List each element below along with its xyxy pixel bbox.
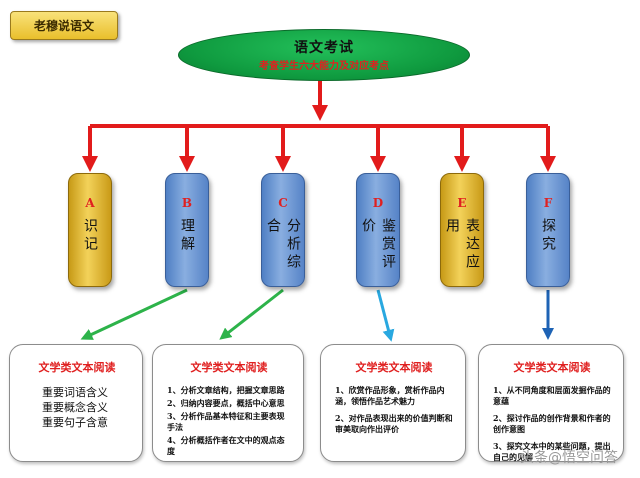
detail-item: 2、对作品表现出来的价值判断和审美取向作出评价 — [335, 413, 453, 434]
detail-box-2: 文学类文本阅读 1、分析文章结构，把握文章思路 2、归纳内容要点，概括中心意思 … — [152, 344, 304, 462]
brand-badge: 老穆说语文 — [10, 11, 118, 40]
detail-item: 重要词语含义 — [42, 386, 108, 399]
detail-box-heading: 文学类文本阅读 — [38, 361, 116, 374]
detail-box-heading: 文学类文本阅读 — [355, 361, 433, 374]
detail-item: 1、欣赏作品形象，赏析作品内涵，领悟作品艺术魅力 — [335, 385, 445, 406]
arrow-b-to-box1 — [80, 288, 188, 340]
ability-node-f: F 探究 — [526, 173, 570, 287]
ability-letter: D — [372, 196, 384, 210]
detail-box-3: 文学类文本阅读 1、欣赏作品形象，赏析作品内涵，领悟作品艺术魅力 2、对作品表现… — [320, 344, 466, 462]
arrow-c-to-box2 — [219, 288, 284, 340]
detail-item: 4、分析概括作者在文中的观点态度 — [167, 435, 285, 456]
detail-box-list: 重要词语含义 重要概念含义 重要句子含意 — [24, 385, 130, 430]
ability-node-a: A 识记 — [68, 173, 112, 287]
detail-box-list: 1、分析文章结构，把握文章思路 2、归纳内容要点，概括中心意思 3、分析作品基本… — [167, 385, 291, 457]
root-subtitle: 考查学生六大能力及对应考点 — [259, 61, 389, 72]
root-title: 语文考试 — [294, 40, 354, 56]
ability-label: 表达应用 — [444, 218, 480, 272]
detail-item: 重要句子含意 — [42, 416, 108, 429]
ability-node-d: D 鉴赏评价 — [356, 173, 400, 287]
detail-box-heading: 文学类文本阅读 — [513, 361, 591, 374]
detail-item: 3、分析作品基本特征和主要表现手法 — [167, 411, 285, 432]
ability-letter: F — [543, 196, 553, 210]
detail-item: 2、探讨作品的创作背景和作者的创作意图 — [493, 413, 611, 434]
detail-item: 1、从不同角度和层面发掘作品的意蕴 — [493, 385, 611, 406]
detail-item: 重要概念含义 — [42, 401, 108, 414]
watermark-text: 头条@悟空问答 — [520, 450, 618, 466]
detail-box-heading: 文学类文本阅读 — [190, 361, 268, 374]
detail-box-list: 1、欣赏作品形象，赏析作品内涵，领悟作品艺术魅力 2、对作品表现出来的价值判断和… — [335, 385, 453, 435]
detail-box-1: 文学类文本阅读 重要词语含义 重要概念含义 重要句子含意 — [9, 344, 143, 462]
ability-label: 识记 — [82, 218, 98, 254]
detail-box-list: 1、从不同角度和层面发掘作品的意蕴 2、探讨作品的创作背景和作者的创作意图 3、… — [493, 385, 611, 463]
ability-node-e: E 表达应用 — [440, 173, 484, 287]
brand-badge-label: 老穆说语文 — [33, 19, 94, 33]
ability-letter: A — [85, 196, 95, 210]
ability-letter: B — [181, 196, 193, 210]
detail-item: 3、探究文本中的某些问题，提出自己的见解 — [493, 441, 611, 462]
detail-item: 1、分析文章结构，把握文章思路 — [167, 385, 285, 395]
ability-node-c: C 分析综合 — [261, 173, 305, 287]
ability-label: 鉴赏评价 — [360, 218, 396, 272]
ability-letter: E — [457, 196, 467, 210]
ability-label: 理解 — [179, 218, 195, 254]
detail-box-4: 文学类文本阅读 1、从不同角度和层面发掘作品的意蕴 2、探讨作品的创作背景和作者… — [478, 344, 624, 462]
ability-letter: C — [278, 196, 288, 210]
ability-node-b: B 理解 — [165, 173, 209, 287]
detail-item: 2、归纳内容要点，概括中心意思 — [167, 398, 285, 408]
root-node: 语文考试 考查学生六大能力及对应考点 — [178, 29, 470, 81]
arrow-d-to-box3 — [376, 289, 395, 342]
ability-label: 探究 — [540, 218, 556, 254]
ability-label: 分析综合 — [265, 218, 301, 272]
